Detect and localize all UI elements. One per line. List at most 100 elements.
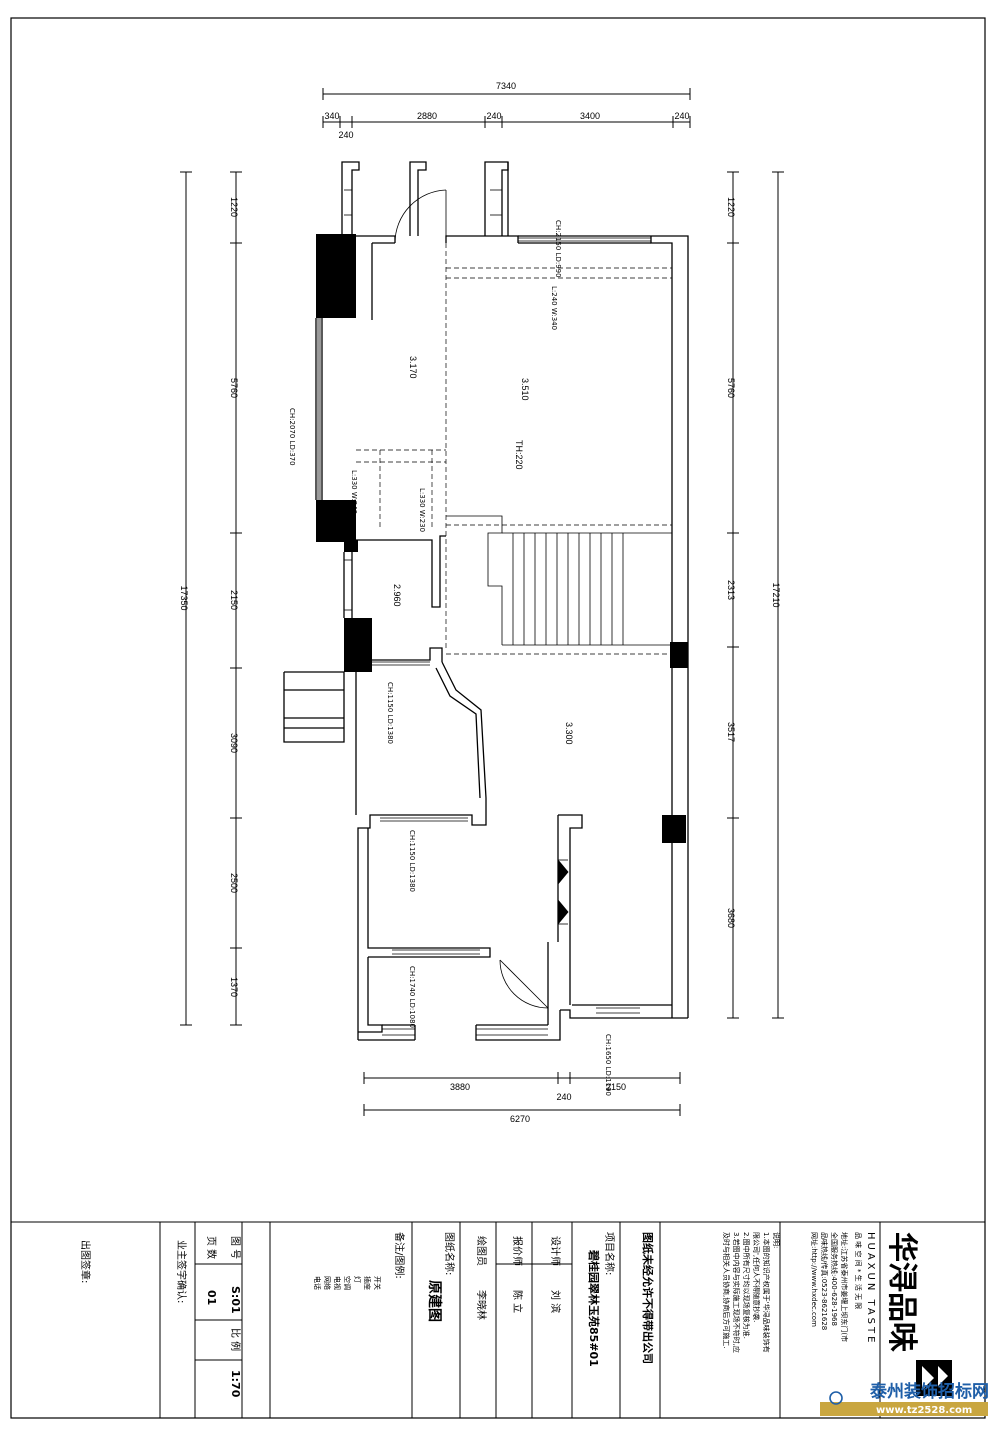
note-2: 2.图中所有尺寸均以现场复核为准. bbox=[742, 1232, 751, 1339]
dims-bottom bbox=[363, 1072, 681, 1116]
client-confirm-label: 业主签字确认: bbox=[175, 1240, 188, 1303]
dim-bottom-total: 6270 bbox=[510, 1114, 530, 1124]
dim-left-4: 3090 bbox=[229, 733, 239, 753]
windows bbox=[317, 189, 651, 1036]
issue-sign-label: 出图签章: bbox=[79, 1240, 92, 1283]
dim-right-3: 2313 bbox=[726, 580, 736, 600]
dim-top-2: 240 bbox=[338, 130, 353, 140]
company-hotline: 全国服务热线:400-628-1968 bbox=[830, 1232, 839, 1326]
dim-right-2: 5760 bbox=[726, 378, 736, 398]
dimension-labels: 7340 340 240 2880 240 3400 240 3880 240 … bbox=[179, 81, 781, 1124]
note-th: TH:220 bbox=[514, 440, 524, 470]
company-address: 地址:江苏省泰州市姜堰上坝东门(市 bbox=[840, 1232, 849, 1342]
legend-item: 空调 bbox=[343, 1276, 352, 1290]
legend-item: 插座 bbox=[363, 1276, 372, 1290]
note-height-lower: 3.300 bbox=[564, 722, 574, 745]
title-block bbox=[11, 1221, 985, 1418]
note-height-main: 3.510 bbox=[520, 378, 530, 401]
title-block-text: 出图签章: 业主签字确认: 页 数 01 图 号 S:01 比 例 1:70 备… bbox=[79, 1232, 952, 1398]
note-window-br: CH:1650 LD:1190 bbox=[604, 1034, 612, 1096]
beams bbox=[356, 243, 672, 655]
doors bbox=[394, 189, 549, 1009]
page-value: 01 bbox=[205, 1290, 218, 1305]
note-beam-2: L:330 W:240 bbox=[350, 470, 358, 514]
note-3b: 及时与相关人员协商,协商后方可施工. bbox=[722, 1232, 731, 1348]
dim-left-5: 2500 bbox=[229, 873, 239, 893]
note-beam-3: L:330 W:230 bbox=[418, 488, 426, 532]
dim-top-1: 340 bbox=[324, 111, 339, 121]
note-1b: 限公司',任何人不得随意抄袭. bbox=[752, 1232, 761, 1322]
dim-right-1: 1220 bbox=[726, 197, 736, 217]
dim-bottom-3: 2150 bbox=[606, 1082, 626, 1092]
dim-top-3: 2880 bbox=[417, 111, 437, 121]
project-name: 碧桂园翠林玉苑85#01 bbox=[587, 1249, 601, 1367]
notes-title: 说明: bbox=[772, 1232, 781, 1248]
note-window-top: CH:2150 LD:990 bbox=[554, 220, 562, 278]
note-height-mid: 2.960 bbox=[392, 584, 402, 607]
company-web: 网址:http://www.hxdec.com bbox=[810, 1232, 819, 1327]
dims-left bbox=[180, 171, 242, 1026]
watermark-text: 泰州装饰招标网 bbox=[870, 1381, 989, 1402]
project-label: 项目名称: bbox=[603, 1232, 616, 1275]
dim-bottom-2: 240 bbox=[556, 1092, 571, 1102]
gas-vent bbox=[557, 858, 569, 926]
dim-top-6: 240 bbox=[674, 111, 689, 121]
floor-plan bbox=[180, 88, 784, 1116]
scale-value: 1:70 bbox=[229, 1370, 242, 1398]
note-beam-1: L:240 W:340 bbox=[550, 286, 558, 330]
dims-right bbox=[727, 171, 784, 1019]
company-logo-icon bbox=[916, 1360, 952, 1396]
drawing-no-value: S:01 bbox=[229, 1286, 242, 1314]
dim-left-2: 5760 bbox=[229, 378, 239, 398]
note-window-bay: CH:1150 LD:1380 bbox=[386, 682, 394, 744]
drafter-label: 绘图员 bbox=[475, 1236, 488, 1266]
company-en-name: HUAXUN TASTE bbox=[865, 1232, 876, 1345]
designer-label: 设计师 bbox=[549, 1236, 562, 1266]
dim-left-6: 1370 bbox=[229, 977, 239, 997]
dims-top bbox=[322, 88, 691, 128]
legend-item: 灯 bbox=[353, 1276, 362, 1283]
page-label: 页 数 bbox=[205, 1236, 218, 1259]
legend-item: 网络 bbox=[323, 1276, 332, 1290]
note-1: 1.本图的知识产权属于'华浔品味装饰有 bbox=[762, 1232, 771, 1353]
note-window-bottom: CH:1740 LD:1080 bbox=[408, 966, 416, 1028]
drawing-name-label: 图纸名称: bbox=[443, 1232, 456, 1275]
watermark-url: www.tz2528.com bbox=[876, 1405, 972, 1416]
drawing-name-value: 原建图 bbox=[426, 1280, 443, 1322]
scale-label: 比 例 bbox=[229, 1328, 242, 1351]
company-slogan: 品 味 空 间 * 生 活 无 限 bbox=[854, 1232, 863, 1309]
dim-left-3: 2150 bbox=[229, 590, 239, 610]
pricer-label: 报价师 bbox=[511, 1236, 524, 1266]
drawing-no-label: 图 号 bbox=[229, 1236, 241, 1259]
legend-item: 开关 bbox=[373, 1276, 382, 1290]
stair bbox=[446, 515, 672, 646]
note-window-room: CH:1150 LD:1380 bbox=[408, 830, 416, 892]
plan-annotations: CH:2150 LD:990 L:240 W:340 3.170 3.510 C… bbox=[288, 220, 612, 1096]
company-phone: 品味热线/传真:0523-8621628 bbox=[820, 1232, 829, 1330]
watermark-logo-icon bbox=[829, 1391, 843, 1405]
dim-total-top: 7340 bbox=[496, 81, 516, 91]
dim-top-5: 3400 bbox=[580, 111, 600, 121]
columns bbox=[316, 234, 688, 843]
note-height-left: 3.170 bbox=[408, 356, 418, 379]
legend-item: 电视 bbox=[333, 1276, 342, 1290]
watermark: 泰州装饰招标网 www.tz2528.com bbox=[820, 1381, 989, 1416]
dim-left-1: 1220 bbox=[229, 197, 239, 217]
note-window-left: CH:2070 LD:370 bbox=[288, 408, 296, 466]
company-logo-text: 华浔品味 bbox=[884, 1232, 919, 1352]
dim-right-total: 17210 bbox=[771, 582, 781, 607]
dim-top-4: 240 bbox=[486, 111, 501, 121]
dim-right-5: 3680 bbox=[726, 908, 736, 928]
note-3: 3.若图中内容与实际施工现场不符时,应 bbox=[732, 1232, 741, 1353]
unauthorized-notice: 图纸未经允许不得带出公司 bbox=[641, 1232, 655, 1364]
dim-left-total: 17350 bbox=[179, 585, 189, 610]
dim-bottom-1: 3880 bbox=[450, 1082, 470, 1092]
legend-item: 电话 bbox=[313, 1276, 322, 1290]
designer-name: 刘 滨 bbox=[549, 1290, 562, 1313]
dim-right-4: 3517 bbox=[726, 722, 736, 742]
drafter-name: 李晓林 bbox=[475, 1290, 488, 1320]
walls bbox=[283, 161, 689, 1041]
sheet-border bbox=[10, 17, 986, 1419]
legend-title: 备注/图例: bbox=[393, 1232, 406, 1279]
